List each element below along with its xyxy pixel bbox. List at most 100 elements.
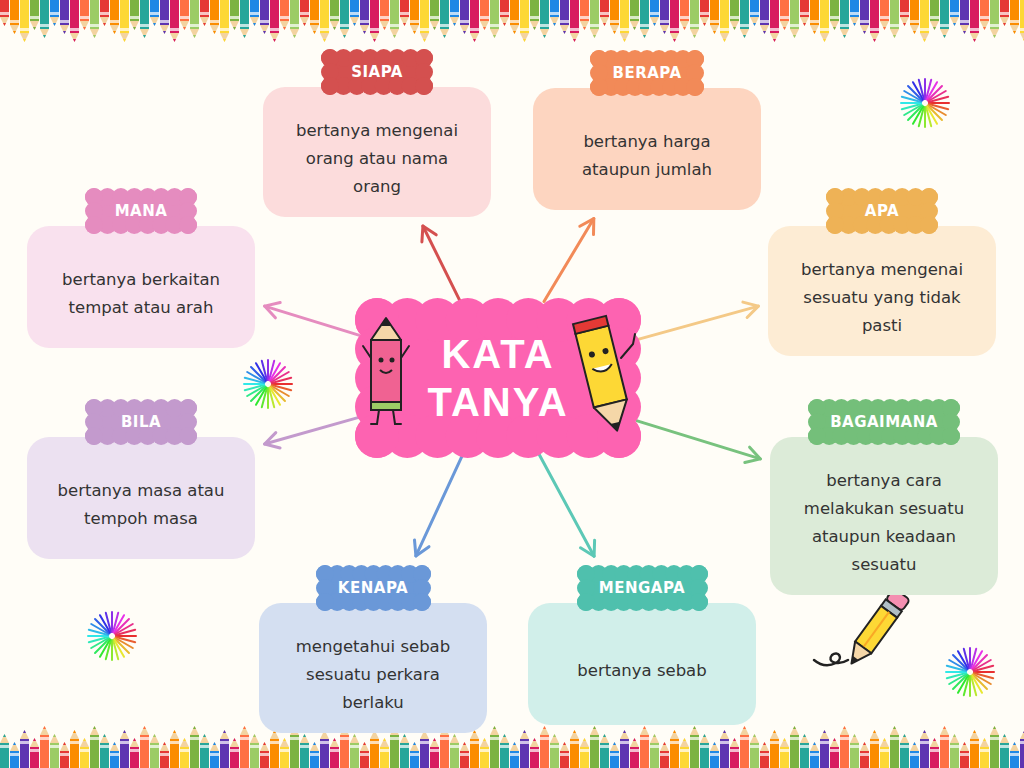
pencil-lead xyxy=(333,738,336,741)
pencil-lead xyxy=(863,31,866,34)
pencil-band xyxy=(630,16,639,19)
starburst-ray xyxy=(969,676,971,696)
pencil-band xyxy=(90,737,99,740)
pencil-band xyxy=(100,745,109,748)
border-pencil xyxy=(320,0,329,42)
pencil-body xyxy=(20,0,29,33)
pencil-tip xyxy=(843,642,871,670)
pencil-tip xyxy=(400,734,409,743)
pencil-body xyxy=(60,751,69,768)
pencil-body xyxy=(830,0,839,21)
border-pencil xyxy=(190,0,199,38)
pencil-lead xyxy=(203,23,206,26)
pencil-lead xyxy=(93,726,96,729)
pencil-band xyxy=(400,12,409,15)
pencil-lead xyxy=(963,31,966,34)
pencil-lead xyxy=(1023,730,1024,733)
cloud-bump xyxy=(826,216,844,234)
pencil-lead xyxy=(133,738,136,741)
border-pencil xyxy=(460,742,469,768)
question-word: MANA xyxy=(85,188,197,234)
pencil-body xyxy=(1020,739,1024,768)
pencil-body xyxy=(940,0,949,29)
pencil-band xyxy=(640,737,649,740)
border-pencil xyxy=(200,734,209,768)
question-word: BAGAIMANA xyxy=(808,399,960,445)
arrowhead xyxy=(422,226,436,242)
pencil-limbs xyxy=(363,346,409,424)
pencil-band xyxy=(960,753,969,756)
starburst xyxy=(946,648,994,696)
pencil-body xyxy=(300,0,309,17)
pencil-tip xyxy=(520,730,529,739)
pencil-band xyxy=(700,745,709,748)
pencil-lead xyxy=(113,742,116,745)
border-pencil xyxy=(450,0,459,26)
pencil-lead xyxy=(493,726,496,729)
pencil-lead xyxy=(703,734,706,737)
pencil-tip xyxy=(480,738,489,747)
cloud-bump xyxy=(590,78,608,96)
description-text: bertanya sebab xyxy=(546,657,738,685)
pencil-body xyxy=(720,739,729,768)
pencil-band xyxy=(530,16,539,19)
border-pencil xyxy=(80,738,89,768)
border-pencil xyxy=(800,734,809,768)
connector-line xyxy=(544,219,594,302)
pencil-body xyxy=(370,739,379,768)
border-pencil xyxy=(1010,0,1019,34)
pencil-lead xyxy=(543,35,546,38)
pencil-band xyxy=(90,24,99,27)
pencil-lead xyxy=(523,39,526,42)
pencil-band xyxy=(190,24,199,27)
border-pencil xyxy=(420,730,429,768)
pencil-tip xyxy=(371,318,401,340)
border-pencil xyxy=(330,738,339,768)
starburst-ray xyxy=(272,378,291,383)
pencil-body xyxy=(310,0,319,25)
pencil-tip xyxy=(470,33,479,42)
pencil-band xyxy=(20,741,29,744)
pencil-tip xyxy=(560,742,569,751)
pencil-tip xyxy=(350,17,359,26)
heading-cloud: SIAPA xyxy=(321,49,433,95)
border-pencil xyxy=(150,734,159,768)
pencil-tip xyxy=(630,738,639,747)
pencil-body xyxy=(900,0,909,17)
pencil-tip xyxy=(430,738,439,747)
pencil-body xyxy=(410,751,419,768)
cloud-bump xyxy=(690,593,708,611)
pencil-body xyxy=(670,0,679,33)
pencil-lead xyxy=(153,23,156,26)
pencil-lead xyxy=(1003,23,1006,26)
pencil-band xyxy=(320,741,329,744)
pencil-body xyxy=(140,735,149,768)
border-pencil xyxy=(810,742,819,768)
border-pencil xyxy=(520,0,529,42)
border-pencil xyxy=(700,734,709,768)
pencil-lead xyxy=(433,738,436,741)
pencil-band xyxy=(140,737,149,740)
pencil-band xyxy=(440,24,449,27)
starburst-ray xyxy=(116,635,136,637)
border-pencil xyxy=(470,730,479,768)
pencil-body xyxy=(540,0,549,29)
border-pencil xyxy=(210,742,219,768)
border-pencil xyxy=(890,0,899,38)
heading-cloud: BAGAIMANA xyxy=(808,399,960,445)
pencil-band xyxy=(660,20,669,23)
pencil-tip xyxy=(30,738,39,747)
pencil-body xyxy=(300,743,309,768)
pencil-lead xyxy=(43,35,46,38)
cloud-shape xyxy=(316,565,431,611)
pencil-body xyxy=(230,0,239,21)
border-pencil xyxy=(600,734,609,768)
border-pencil xyxy=(830,0,839,30)
pencil-tip xyxy=(1010,25,1019,34)
pencil-lead xyxy=(303,734,306,737)
pencil-lead xyxy=(63,742,66,745)
pencil-lead xyxy=(513,742,516,745)
arrowhead xyxy=(265,433,281,448)
pencil-tip xyxy=(780,738,789,747)
pencil-body xyxy=(240,735,249,768)
